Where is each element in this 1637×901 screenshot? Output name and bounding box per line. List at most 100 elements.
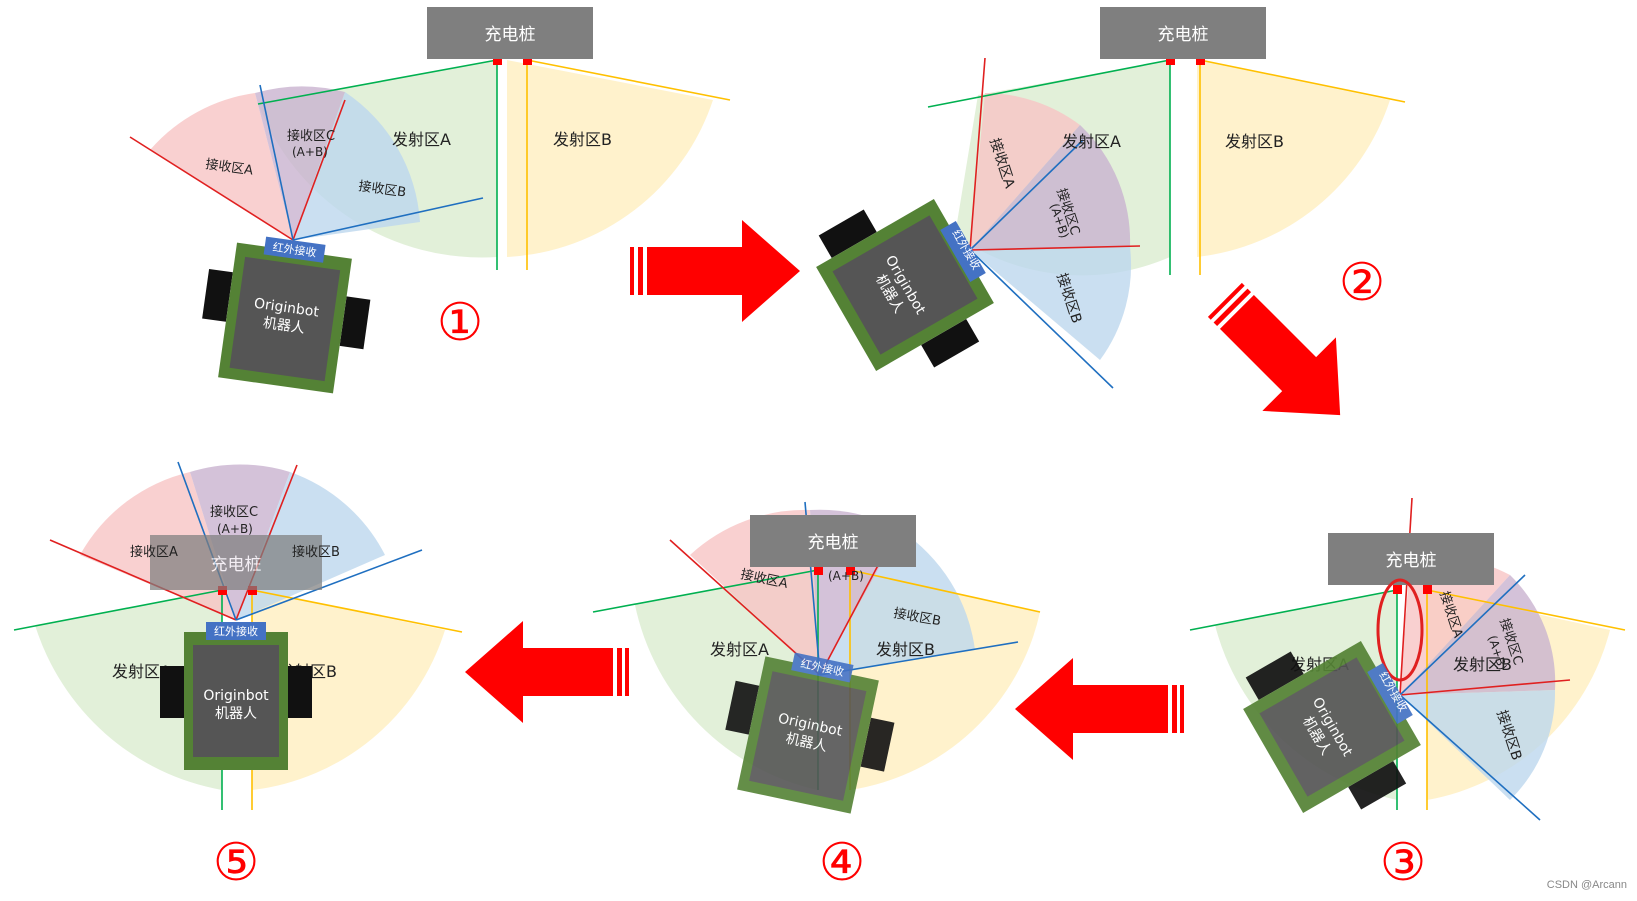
recv-zone-a-label: 接收区A (204, 156, 254, 179)
recv-zone-c-3 (1400, 575, 1556, 695)
recv-zone-c-1 (255, 86, 345, 240)
robot-label-2: 机器人 (262, 315, 306, 337)
arrow-1-to-2 (630, 220, 800, 322)
emitter-b-3 (1423, 585, 1432, 594)
robot-body (1259, 657, 1405, 797)
recv-line-a2-2 (969, 245, 1141, 251)
recv-zone-b-2 (970, 247, 1132, 360)
recv-zone-a-1 (150, 93, 293, 240)
station-label: 充电桩 (808, 533, 859, 553)
recv-zone-a-label: 接收区A (130, 544, 178, 560)
wheel-left (160, 666, 184, 718)
watermark: CSDN @Arcann (1546, 879, 1627, 891)
emitter-a-2 (1166, 56, 1175, 65)
emit-line-a-edge-4 (592, 569, 819, 613)
ir-sensor (1367, 663, 1413, 724)
recv-zone-c-label: 接收区C (287, 128, 335, 144)
ir-sensor (791, 652, 854, 683)
recv-line-b2-1 (292, 197, 484, 241)
charging-station-4: 充电桩 (750, 515, 916, 567)
recv-line-b2-5 (235, 549, 423, 621)
recv-line-b2-4 (819, 641, 1019, 676)
emit-zone-a-label: 发射区A (112, 662, 171, 681)
charging-station-3: 充电桩 (1328, 533, 1494, 585)
recv-zone-b-label: 接收区B (292, 544, 340, 560)
recv-line-a2-1 (292, 99, 346, 241)
wheel-top (818, 209, 877, 259)
step-number-2: ② (1339, 253, 1386, 313)
emitter-b-2 (1196, 56, 1205, 65)
emit-line-b-edge-4 (849, 569, 1041, 613)
robot-body (193, 645, 279, 757)
wheel-top (1245, 651, 1304, 701)
robot-label-1: Originbot (203, 688, 269, 704)
step-number-3: ③ (1380, 833, 1427, 893)
ir-sensor (940, 221, 986, 282)
emit-zone-b-1 (507, 60, 713, 257)
emit-zone-b-5 (252, 590, 445, 790)
wheel-right (860, 717, 895, 772)
robot-1: 红外接收 Originbot 机器人 (202, 236, 371, 394)
emitter-b-1 (523, 56, 532, 65)
emit-zone-b-2 (1197, 60, 1390, 257)
recv-zone-c-sub-label: (A+B) (828, 569, 864, 583)
station-label: 充电桩 (211, 555, 262, 575)
recv-line-a2-3 (1399, 679, 1571, 696)
emitter-a-5 (218, 586, 227, 595)
scene-1: 充电桩 接收区A 接收区C (A+B) 接收区B 发射区A 发射区B 红外接收 … (129, 7, 731, 394)
recv-zone-b-label: 接收区B (357, 178, 407, 201)
wheel-left (202, 268, 233, 322)
recv-line-a-3 (1399, 497, 1413, 696)
charging-station-5: 充电桩 (150, 535, 322, 590)
recv-zone-c-sub-label: (A+B) (292, 145, 328, 159)
robot-4: 红外接收 Originbot 机器人 (725, 652, 895, 814)
robot-body (832, 215, 978, 355)
wheel-bottom (1348, 760, 1407, 810)
recv-zone-c-label: 接收区C (210, 504, 258, 520)
recv-line-a-1 (129, 136, 294, 241)
robot-body (749, 671, 867, 801)
ir-sensor (206, 622, 266, 640)
recv-zone-c-sub-label: (A+B) (217, 522, 253, 536)
emit-line-a-edge-1 (257, 59, 498, 105)
ir-sensor-label: 红外接收 (272, 240, 318, 260)
ir-sensor-label: 红外接收 (214, 624, 258, 638)
emit-zone-a-label: 发射区A (392, 130, 451, 149)
ir-sensor (263, 236, 326, 263)
emit-line-b-edge-5 (251, 589, 463, 633)
station-label: 充电桩 (1158, 25, 1209, 45)
robot-label-2: 机器人 (215, 706, 257, 722)
recv-line-b2-2 (969, 249, 1114, 389)
step-number-1: ① (437, 293, 484, 353)
robot-5: 红外接收 Originbot 机器人 (160, 622, 312, 770)
step-number-5: ⑤ (213, 833, 260, 893)
emitter-a-4 (814, 566, 823, 575)
emitter-a-3 (1393, 585, 1402, 594)
emitter-a-1 (493, 56, 502, 65)
emitter-b-5 (248, 586, 257, 595)
recv-line-b-1 (259, 84, 294, 241)
arrow-2-to-3 (1207, 282, 1341, 416)
station-label: 充电桩 (1386, 551, 1437, 571)
station-label: 充电桩 (485, 25, 536, 45)
scene-4: 充电桩 接收区A (A+B) 接收区B 发射区A 发射区B 红外接收 Origi… (592, 501, 1041, 893)
recv-line-b2-3 (1399, 694, 1541, 821)
arrow-3-to-4 (1015, 658, 1184, 760)
emit-line-a-edge-3 (1189, 589, 1398, 631)
emitter-b-4 (846, 566, 855, 575)
recv-line-a-2 (969, 57, 986, 251)
wheel-left (725, 680, 760, 735)
emit-zone-b-label: 发射区B (1225, 132, 1284, 151)
recv-zone-a-2 (970, 93, 1080, 250)
recv-zone-b-1 (293, 92, 420, 240)
step-number-4: ④ (819, 833, 866, 893)
wheel-bottom (921, 318, 980, 368)
emit-line-a-edge-2 (927, 59, 1171, 108)
emit-zone-b-label: 发射区B (553, 130, 612, 149)
scene-5: 充电桩 接收区A 接收区C (A+B) 接收区B 发射区A 发射区B 红外接收 … (13, 461, 463, 893)
emit-line-b-edge-2 (1199, 59, 1406, 103)
emit-zone-a-5 (35, 590, 222, 790)
scene-2: 充电桩 接收区A 接收区C (A+B) 接收区B 发射区A 发射区B 红外接收 … (816, 7, 1406, 389)
